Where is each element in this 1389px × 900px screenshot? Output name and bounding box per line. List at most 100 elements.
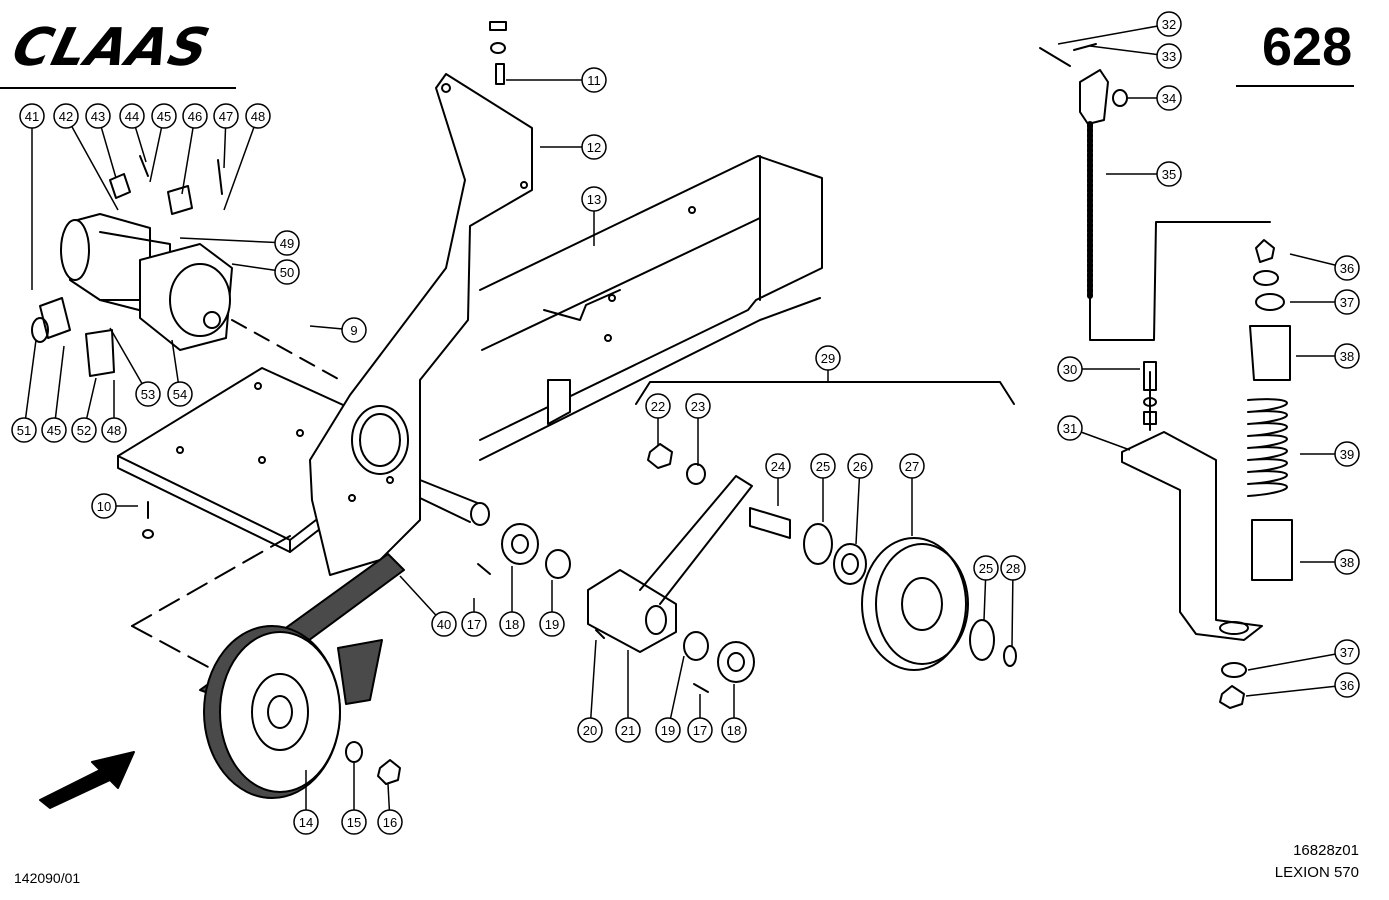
callout-label-38: 38 xyxy=(1340,555,1354,570)
callout-label-20: 20 xyxy=(583,723,597,738)
callout-circle-48 xyxy=(101,417,127,443)
callout-circle-36 xyxy=(1334,672,1360,698)
callout-circle-53 xyxy=(135,381,161,407)
callout-label-38: 38 xyxy=(1340,349,1354,364)
callout-label-48: 48 xyxy=(251,109,265,124)
callout-label-50: 50 xyxy=(280,265,294,280)
callout-circle-45 xyxy=(151,103,177,129)
callout-label-31: 31 xyxy=(1063,421,1077,436)
callout-label-15: 15 xyxy=(347,815,361,830)
callout-label-13: 13 xyxy=(587,192,601,207)
callout-circle-20 xyxy=(577,717,603,743)
leader-line-32 xyxy=(1057,23,1170,45)
callout-circle-47 xyxy=(213,103,239,129)
callout-circle-43 xyxy=(85,103,111,129)
callout-circle-14 xyxy=(293,809,319,835)
callout-label-42: 42 xyxy=(59,109,73,124)
callout-label-29: 29 xyxy=(821,351,835,366)
page-number: 628 xyxy=(1262,17,1353,77)
callout-circle-31 xyxy=(1057,415,1083,441)
callout-circle-21 xyxy=(615,717,641,743)
callout-circle-49 xyxy=(274,230,300,256)
callout-circle-29 xyxy=(815,345,841,371)
callout-circle-19 xyxy=(539,611,565,637)
callout-circle-16 xyxy=(377,809,403,835)
callout-label-48: 48 xyxy=(107,423,121,438)
leader-line-20 xyxy=(589,639,597,731)
callout-circle-50 xyxy=(274,259,300,285)
callout-circle-52 xyxy=(71,417,97,443)
callout-label-37: 37 xyxy=(1340,295,1354,310)
callout-circle-27 xyxy=(899,453,925,479)
callout-label-11: 11 xyxy=(587,73,601,88)
callout-circle-15 xyxy=(341,809,367,835)
callout-label-46: 46 xyxy=(188,109,202,124)
callout-label-54: 54 xyxy=(173,387,187,402)
callout-label-37: 37 xyxy=(1340,645,1354,660)
callout-circle-24 xyxy=(765,453,791,479)
part-list-number: 142090/01 xyxy=(14,870,81,886)
callout-circle-34 xyxy=(1156,85,1182,111)
leader-line-51 xyxy=(23,339,37,431)
callout-label-34: 34 xyxy=(1162,91,1176,106)
callout-label-44: 44 xyxy=(125,109,139,124)
callout-label-45: 45 xyxy=(47,423,61,438)
callout-label-45: 45 xyxy=(157,109,171,124)
callout-label-49: 49 xyxy=(280,236,294,251)
model-name: LEXION 570 xyxy=(1274,864,1359,881)
callout-label-24: 24 xyxy=(771,459,785,474)
leader-line-33 xyxy=(1089,45,1170,57)
leader-line-45 xyxy=(53,345,65,431)
callout-label-32: 32 xyxy=(1162,17,1176,32)
callout-circle-54 xyxy=(167,381,193,407)
callout-circle-42 xyxy=(53,103,79,129)
callout-circle-11 xyxy=(581,67,607,93)
callout-circle-46 xyxy=(182,103,208,129)
callout-circle-37 xyxy=(1334,289,1360,315)
callout-circle-33 xyxy=(1156,43,1182,69)
callout-circle-38 xyxy=(1334,549,1360,575)
callout-label-41: 41 xyxy=(25,109,39,124)
leader-line-28 xyxy=(1011,567,1014,647)
callout-circle-26 xyxy=(847,453,873,479)
callout-label-36: 36 xyxy=(1340,678,1354,693)
leader-line-36 xyxy=(1245,684,1348,697)
callout-circle-32 xyxy=(1156,11,1182,37)
callout-circle-41 xyxy=(19,103,45,129)
callout-label-9: 9 xyxy=(350,323,357,338)
callout-label-40: 40 xyxy=(437,617,451,632)
callout-label-14: 14 xyxy=(299,815,313,830)
callout-circle-19 xyxy=(655,717,681,743)
callout-circle-36 xyxy=(1334,255,1360,281)
callout-circle-18 xyxy=(721,717,747,743)
callout-label-12: 12 xyxy=(587,140,601,155)
callout-label-19: 19 xyxy=(661,723,675,738)
callout-circle-25 xyxy=(810,453,836,479)
callout-circle-51 xyxy=(11,417,37,443)
callout-label-16: 16 xyxy=(383,815,397,830)
leader-line-26 xyxy=(855,465,861,545)
callout-label-43: 43 xyxy=(91,109,105,124)
leader-line-48 xyxy=(223,115,259,211)
callout-label-51: 51 xyxy=(17,423,31,438)
callout-circle-18 xyxy=(499,611,525,637)
callout-label-21: 21 xyxy=(621,723,635,738)
callout-circle-9 xyxy=(341,317,367,343)
callout-circle-17 xyxy=(687,717,713,743)
callout-label-19: 19 xyxy=(545,617,559,632)
callout-circle-37 xyxy=(1334,639,1360,665)
callout-circle-35 xyxy=(1156,161,1182,187)
callout-circle-30 xyxy=(1057,356,1083,382)
callout-label-18: 18 xyxy=(505,617,519,632)
callout-circle-44 xyxy=(119,103,145,129)
callout-circle-28 xyxy=(1000,555,1026,581)
leader-line-49 xyxy=(179,237,288,244)
drawing-id: 16828z01 xyxy=(1293,842,1359,859)
callout-circle-13 xyxy=(581,186,607,212)
callout-label-10: 10 xyxy=(97,499,111,514)
callout-label-36: 36 xyxy=(1340,261,1354,276)
callout-circle-12 xyxy=(581,134,607,160)
callout-label-25: 25 xyxy=(816,459,830,474)
callout-label-27: 27 xyxy=(905,459,919,474)
